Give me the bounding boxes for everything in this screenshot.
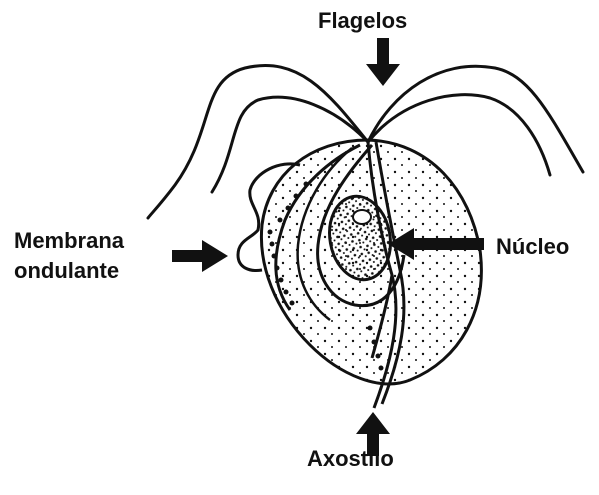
label-membrana-ondulante: Membrana ondulante — [14, 226, 124, 286]
label-membrana-line2: ondulante — [14, 256, 124, 286]
arrow-flagelos — [366, 38, 400, 86]
label-flagelos: Flagelos — [318, 8, 407, 34]
label-axostilo: Axostilo — [307, 446, 394, 472]
nucleolus — [353, 210, 371, 224]
label-membrana-line1: Membrana — [14, 226, 124, 256]
label-nucleo: Núcleo — [496, 234, 569, 260]
arrow-membrana — [172, 240, 228, 272]
